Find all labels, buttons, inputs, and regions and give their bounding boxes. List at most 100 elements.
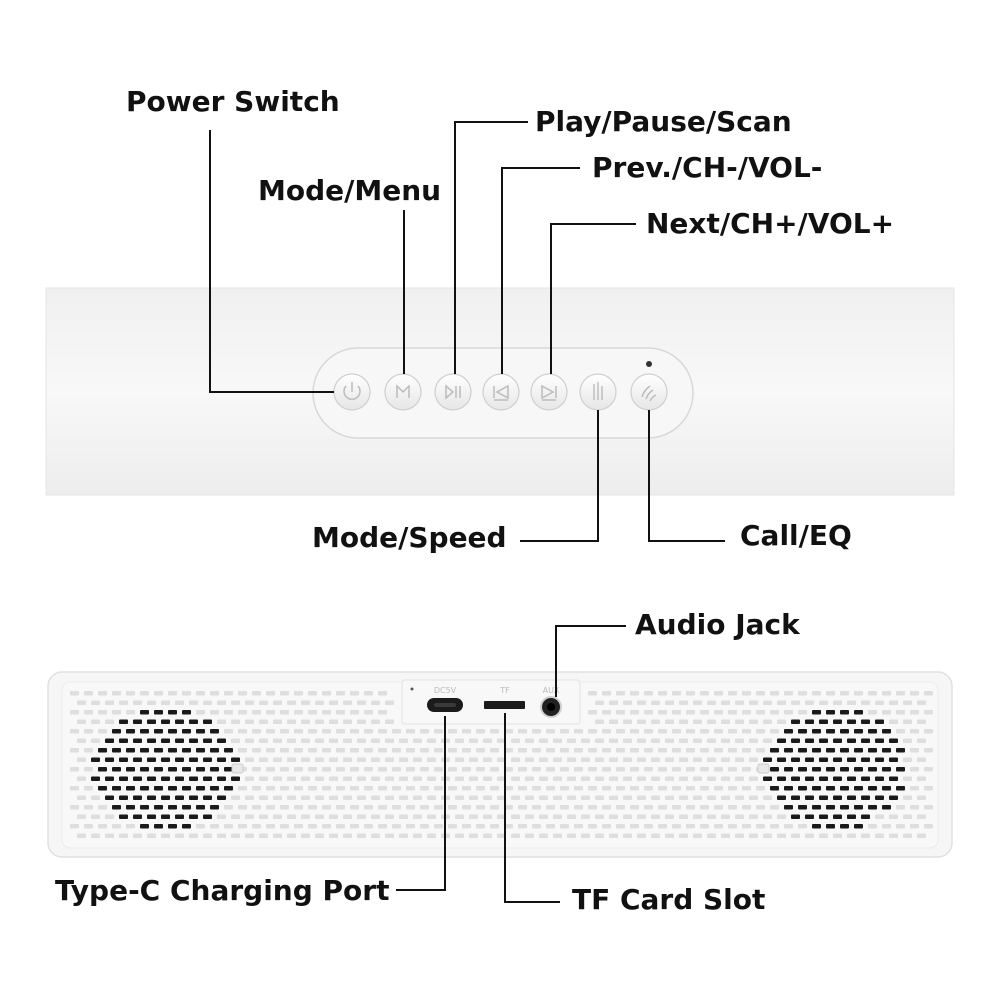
- vent-hole: [427, 738, 436, 743]
- grille-hole: [819, 757, 828, 762]
- vent-hole: [84, 748, 93, 753]
- vent-hole: [651, 757, 660, 762]
- vent-hole: [252, 805, 261, 810]
- vent-hole: [301, 776, 310, 781]
- vent-hole: [763, 738, 772, 743]
- vent-hole: [329, 700, 338, 705]
- grille-hole: [889, 738, 898, 743]
- call-button[interactable]: [630, 373, 668, 411]
- grille-hole: [147, 757, 156, 762]
- vent-hole: [917, 795, 926, 800]
- vent-hole: [567, 776, 576, 781]
- power-button[interactable]: [333, 373, 371, 411]
- vent-hole: [861, 833, 870, 838]
- grille-hole: [826, 748, 835, 753]
- vent-hole: [574, 748, 583, 753]
- vent-hole: [175, 700, 184, 705]
- vent-hole: [392, 748, 401, 753]
- vent-hole: [539, 833, 548, 838]
- vent-hole: [903, 719, 912, 724]
- speed-button[interactable]: [579, 373, 617, 411]
- vent-hole: [343, 814, 352, 819]
- prev-button[interactable]: [482, 373, 520, 411]
- vent-hole: [924, 786, 933, 791]
- grille-hole: [91, 757, 100, 762]
- vent-hole: [336, 805, 345, 810]
- grille-hole: [175, 719, 184, 724]
- grille-hole: [854, 710, 863, 715]
- vent-hole: [301, 700, 310, 705]
- vent-hole: [574, 786, 583, 791]
- grille-hole: [119, 738, 128, 743]
- vent-hole: [756, 805, 765, 810]
- grille-hole: [882, 748, 891, 753]
- grille-hole: [196, 805, 205, 810]
- vent-hole: [602, 748, 611, 753]
- vent-hole: [357, 719, 366, 724]
- vent-hole: [455, 814, 464, 819]
- vent-hole: [679, 776, 688, 781]
- play-pause-button[interactable]: [434, 373, 472, 411]
- vent-hole: [378, 691, 387, 696]
- vent-hole: [896, 710, 905, 715]
- grille-hole: [791, 795, 800, 800]
- vent-hole: [280, 729, 289, 734]
- grille-hole: [882, 786, 891, 791]
- vent-hole: [434, 805, 443, 810]
- vent-hole: [700, 805, 709, 810]
- vent-hole: [511, 814, 520, 819]
- vent-hole: [231, 700, 240, 705]
- grille-hole: [210, 786, 219, 791]
- vent-hole: [497, 814, 506, 819]
- grille-hole: [833, 776, 842, 781]
- vent-hole: [777, 833, 786, 838]
- vent-hole: [889, 700, 898, 705]
- vent-hole: [910, 729, 919, 734]
- grille-hole: [196, 748, 205, 753]
- vent-hole: [630, 710, 639, 715]
- tf-card-slot[interactable]: [484, 701, 525, 709]
- mode-button[interactable]: [384, 373, 422, 411]
- grille-hole: [784, 786, 793, 791]
- vent-hole: [224, 710, 233, 715]
- vent-hole: [280, 805, 289, 810]
- vent-hole: [252, 824, 261, 829]
- grille-hole: [812, 824, 821, 829]
- vent-hole: [280, 691, 289, 696]
- vent-hole: [609, 738, 618, 743]
- vent-hole: [308, 748, 317, 753]
- vent-hole: [294, 786, 303, 791]
- grille-hole: [203, 738, 212, 743]
- vent-hole: [280, 786, 289, 791]
- vent-hole: [343, 738, 352, 743]
- vent-hole: [238, 729, 247, 734]
- vent-hole: [77, 719, 86, 724]
- vent-hole: [770, 710, 779, 715]
- grille-hole: [175, 776, 184, 781]
- vent-hole: [427, 776, 436, 781]
- vent-hole: [371, 738, 380, 743]
- grille-hole: [140, 710, 149, 715]
- vent-hole: [595, 700, 604, 705]
- vent-hole: [392, 786, 401, 791]
- grille-hole: [196, 729, 205, 734]
- vent-hole: [532, 748, 541, 753]
- vent-hole: [763, 700, 772, 705]
- vent-hole: [399, 814, 408, 819]
- vent-hole: [553, 738, 562, 743]
- vent-hole: [161, 700, 170, 705]
- grille-hole: [826, 710, 835, 715]
- vent-hole: [707, 738, 716, 743]
- vent-hole: [287, 776, 296, 781]
- grille-hole: [805, 814, 814, 819]
- vent-hole: [511, 738, 520, 743]
- vent-hole: [350, 748, 359, 753]
- vent-hole: [525, 795, 534, 800]
- next-button[interactable]: [530, 373, 568, 411]
- vent-hole: [287, 795, 296, 800]
- vent-hole: [77, 795, 86, 800]
- vent-hole: [378, 824, 387, 829]
- vent-hole: [560, 805, 569, 810]
- vent-hole: [546, 824, 555, 829]
- vent-hole: [553, 757, 562, 762]
